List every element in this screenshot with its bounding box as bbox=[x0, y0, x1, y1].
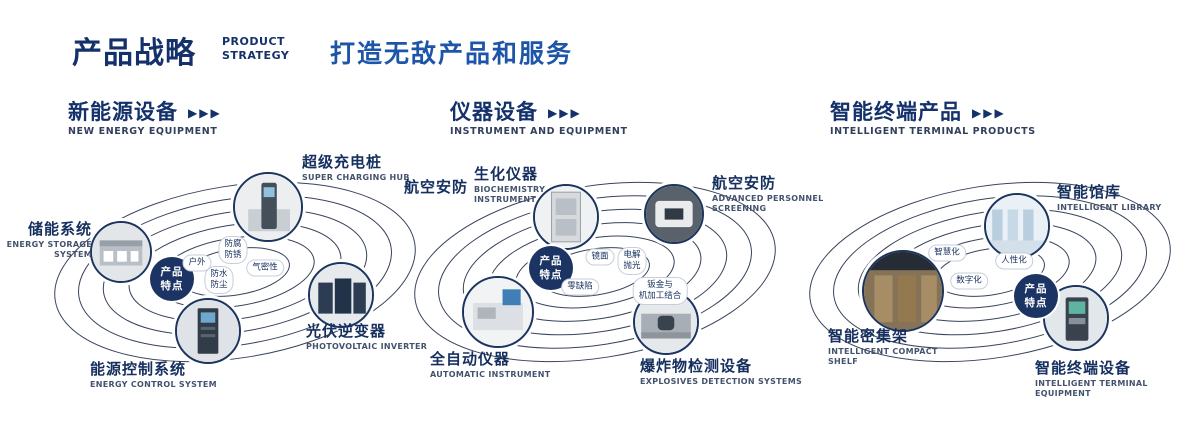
label-en: INTELLIGENT LIBRARY bbox=[1057, 203, 1162, 212]
node-pv-inverter bbox=[308, 262, 374, 328]
automatic-instrument-photo bbox=[464, 278, 532, 346]
node-compact-shelf bbox=[862, 250, 944, 332]
label-energy-storage: 储能系统 ENERGY STORAGE SYSTEM bbox=[6, 220, 92, 259]
node-charging-hub bbox=[233, 172, 303, 242]
product-feature-badge: 产品 特点 bbox=[529, 246, 573, 290]
product-feature-badge: 产品 特点 bbox=[1014, 274, 1058, 318]
label-en: INTELLIGENT COMPACT SHELF bbox=[828, 347, 938, 366]
node-biochemistry bbox=[533, 184, 599, 250]
label-zh: 能源控制系统 bbox=[90, 360, 187, 378]
section-title-text: 智能终端产品 bbox=[830, 100, 962, 124]
triple-chevron-icon: ▶▶▶ bbox=[548, 106, 582, 120]
label-zh: 超级充电桩 bbox=[302, 153, 383, 171]
label-automatic-instrument: 全自动仪器 AUTOMATIC INSTRUMENT bbox=[430, 350, 550, 380]
label-en: BIOCHEMISTRY INSTRUMENT bbox=[474, 185, 546, 204]
feature-chip: 零缺陷 bbox=[561, 278, 599, 296]
page-title: 产品战略 bbox=[72, 36, 196, 71]
feature-chip: 钣金与 机加工结合 bbox=[632, 276, 688, 306]
page-title-en: PRODUCT STRATEGY bbox=[222, 35, 290, 62]
feature-chip: 电解 抛光 bbox=[617, 246, 647, 276]
triple-chevron-icon: ▶▶▶ bbox=[188, 106, 222, 120]
section-title-new-energy: 新能源设备 ▶▶▶ bbox=[68, 96, 222, 126]
feature-chip: 智慧化 bbox=[928, 244, 966, 262]
node-energy-storage bbox=[90, 221, 152, 283]
label-zh: 智能馆库 bbox=[1057, 183, 1122, 201]
label-pv-inverter: 光伏逆变器 PHOTOVOLTAIC INVERTER bbox=[306, 322, 427, 352]
section-title-instrument: 仪器设备 ▶▶▶ bbox=[450, 96, 582, 126]
feature-chip: 人性化 bbox=[995, 252, 1033, 270]
section-subtitle-intelligent: INTELLIGENT TERMINAL PRODUCTS bbox=[830, 126, 1036, 137]
label-en: ADVANCED PERSONNEL SCREENING bbox=[712, 194, 824, 213]
node-automatic-instrument bbox=[462, 276, 534, 348]
feature-chip: 防水 防尘 bbox=[204, 265, 234, 295]
label-zh: 光伏逆变器 bbox=[306, 322, 387, 340]
label-zh: 生化仪器 bbox=[474, 165, 539, 183]
label-explosives-detection: 爆炸物检测设备 EXPLOSIVES DETECTION SYSTEMS bbox=[640, 357, 802, 387]
triple-chevron-icon: ▶▶▶ bbox=[972, 106, 1006, 120]
label-zh: 航空安防 bbox=[712, 174, 777, 192]
energy-control-photo bbox=[177, 300, 239, 362]
label-energy-control: 能源控制系统 ENERGY CONTROL SYSTEM bbox=[90, 360, 217, 390]
label-en: PHOTOVOLTAIC INVERTER bbox=[306, 342, 428, 351]
section-subtitle-new-energy: NEW ENERGY EQUIPMENT bbox=[68, 126, 218, 137]
energy-storage-photo bbox=[92, 223, 150, 281]
node-intelligent-library bbox=[984, 193, 1050, 259]
feature-chip: 户外 bbox=[182, 254, 212, 272]
intelligent-library-photo bbox=[986, 195, 1048, 257]
label-personnel-screening: 航空安防 ADVANCED PERSONNEL SCREENING bbox=[712, 174, 824, 213]
label-en: ENERGY CONTROL SYSTEM bbox=[90, 380, 217, 389]
label-intelligent-library: 智能馆库 INTELLIGENT LIBRARY bbox=[1057, 183, 1161, 213]
pv-inverter-photo bbox=[310, 264, 372, 326]
label-terminal-equipment: 智能终端设备 INTELLIGENT TERMINAL EQUIPMENT bbox=[1035, 359, 1200, 398]
label-zh: 智能密集架 bbox=[828, 327, 909, 345]
personnel-screening-photo bbox=[646, 186, 702, 242]
node-terminal-equipment bbox=[1043, 285, 1109, 351]
node-energy-control bbox=[175, 298, 241, 364]
label-en: INTELLIGENT TERMINAL EQUIPMENT bbox=[1035, 379, 1148, 398]
label-en: SUPER CHARGING HUB bbox=[302, 173, 410, 182]
feature-chip: 气密性 bbox=[246, 259, 284, 277]
label-aviation-security-left: 航空安防 bbox=[404, 178, 469, 196]
section-title-text: 仪器设备 bbox=[450, 100, 538, 124]
label-zh: 储能系统 bbox=[27, 220, 92, 238]
label-zh: 智能终端设备 bbox=[1035, 359, 1132, 377]
node-personnel-screening bbox=[644, 184, 704, 244]
label-zh: 全自动仪器 bbox=[430, 350, 511, 368]
page-subtitle: 打造无敌产品和服务 bbox=[330, 39, 574, 68]
biochemistry-photo bbox=[535, 186, 597, 248]
feature-chip: 数字化 bbox=[950, 272, 988, 290]
section-subtitle-instrument: INSTRUMENT AND EQUIPMENT bbox=[450, 126, 628, 137]
feature-chip: 防腐 防锈 bbox=[218, 235, 248, 265]
label-charging-hub: 超级充电桩 SUPER CHARGING HUB bbox=[302, 153, 410, 183]
compact-shelf-photo bbox=[864, 252, 942, 330]
label-biochemistry: 生化仪器 BIOCHEMISTRY INSTRUMENT bbox=[474, 165, 545, 204]
charging-hub-photo bbox=[235, 174, 301, 240]
label-zh: 爆炸物检测设备 bbox=[640, 357, 753, 375]
label-en: EXPLOSIVES DETECTION SYSTEMS bbox=[640, 377, 803, 386]
section-title-intelligent: 智能终端产品 ▶▶▶ bbox=[830, 96, 1006, 126]
section-title-text: 新能源设备 bbox=[68, 100, 178, 124]
feature-chip: 镜面 bbox=[585, 248, 615, 266]
label-en: AUTOMATIC INSTRUMENT bbox=[430, 370, 551, 379]
label-compact-shelf: 智能密集架 INTELLIGENT COMPACT SHELF bbox=[828, 327, 948, 366]
label-en: ENERGY STORAGE SYSTEM bbox=[6, 240, 92, 259]
